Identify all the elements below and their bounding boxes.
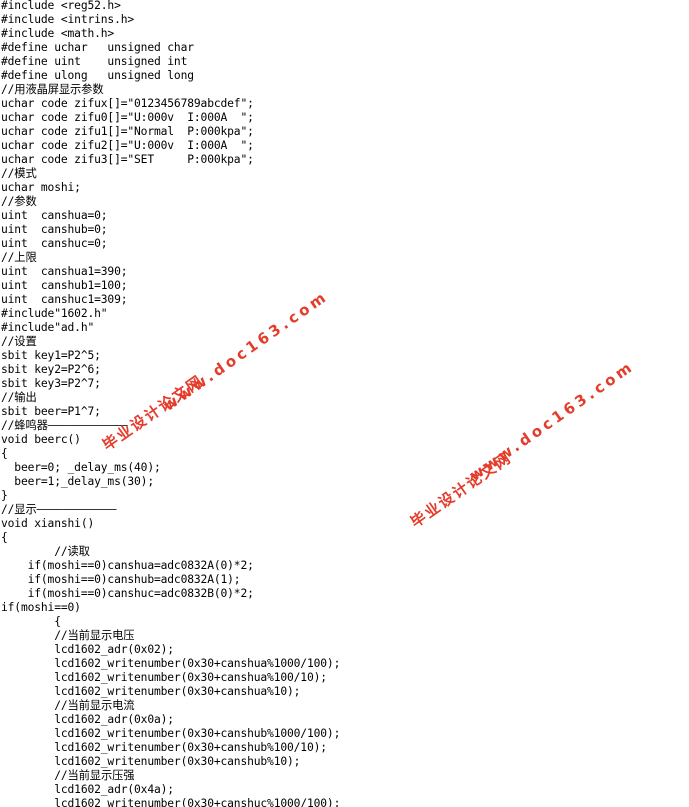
code-line: lcd1602_writenumber(0x30+canshub%100/10)… bbox=[1, 741, 327, 754]
code-line: //当前显示电压 bbox=[1, 629, 135, 642]
code-line: lcd1602_writenumber(0x30+canshuc%1000/10… bbox=[1, 797, 341, 807]
code-line: if(moshi==0)canshub=adc0832A(1); bbox=[1, 573, 241, 586]
code-line: uchar code zifu0[]="U:000v I:000A "; bbox=[1, 111, 254, 124]
code-line: #include <reg52.h> bbox=[1, 0, 121, 12]
code-line: lcd1602_writenumber(0x30+canshub%1000/10… bbox=[1, 727, 341, 740]
code-line: uchar code zifu1[]="Normal P:000kpa"; bbox=[1, 125, 254, 138]
code-line: if(moshi==0) bbox=[1, 601, 81, 614]
code-line: #include"ad.h" bbox=[1, 321, 95, 334]
code-line: uchar code zifu2[]="U:000v I:000A "; bbox=[1, 139, 254, 152]
code-line: uint canshua=0; bbox=[1, 209, 108, 222]
code-line: uint canshuc1=309; bbox=[1, 293, 128, 306]
code-line: //用液晶屏显示参数 bbox=[1, 83, 104, 96]
code-line: sbit beer=P1^7; bbox=[1, 405, 101, 418]
code-line: if(moshi==0)canshuc=adc0832B(0)*2; bbox=[1, 587, 254, 600]
code-line: uint canshua1=390; bbox=[1, 265, 128, 278]
code-line: lcd1602_adr(0x0a); bbox=[1, 713, 174, 726]
code-line: //当前显示压强 bbox=[1, 769, 135, 782]
code-line: { bbox=[1, 447, 8, 460]
code-line: //模式 bbox=[1, 167, 37, 180]
code-line: { bbox=[1, 531, 8, 544]
code-line: sbit key3=P2^7; bbox=[1, 377, 101, 390]
code-line: sbit key1=P2^5; bbox=[1, 349, 101, 362]
code-line: //设置 bbox=[1, 335, 37, 348]
code-line: lcd1602_writenumber(0x30+canshua%10); bbox=[1, 685, 301, 698]
code-line: void beerc() bbox=[1, 433, 81, 446]
code-line: //显示———————————— bbox=[1, 503, 117, 516]
code-line: //参数 bbox=[1, 195, 37, 208]
code-line: #include <intrins.h> bbox=[1, 13, 135, 26]
code-line: //蜂鸣器———————————— bbox=[1, 419, 128, 432]
code-line: lcd1602_adr(0x4a); bbox=[1, 783, 174, 796]
code-line: //上限 bbox=[1, 251, 37, 264]
code-line: if(moshi==0)canshua=adc0832A(0)*2; bbox=[1, 559, 254, 572]
code-line: beer=1;_delay_ms(30); bbox=[1, 475, 154, 488]
code-line: } bbox=[1, 489, 8, 502]
code-line: uint canshub=0; bbox=[1, 223, 108, 236]
code-line: #include"1602.h" bbox=[1, 307, 108, 320]
code-line: { bbox=[1, 615, 61, 628]
code-line: sbit key2=P2^6; bbox=[1, 363, 101, 376]
code-line: #define uint unsigned int bbox=[1, 55, 188, 68]
code-line: void xianshi() bbox=[1, 517, 95, 530]
code-line: lcd1602_adr(0x02); bbox=[1, 643, 174, 656]
code-line: lcd1602_writenumber(0x30+canshub%10); bbox=[1, 755, 301, 768]
code-line: #include <math.h> bbox=[1, 27, 115, 40]
code-line: uchar moshi; bbox=[1, 181, 81, 194]
code-line: lcd1602_writenumber(0x30+canshua%100/10)… bbox=[1, 671, 327, 684]
code-line: #define ulong unsigned long bbox=[1, 69, 194, 82]
code-line: uchar code zifu3[]="SET P:000kpa"; bbox=[1, 153, 254, 166]
code-line: #define uchar unsigned char bbox=[1, 41, 194, 54]
code-line: lcd1602_writenumber(0x30+canshua%1000/10… bbox=[1, 657, 341, 670]
code-line: uint canshub1=100; bbox=[1, 279, 128, 292]
code-line: beer=0; _delay_ms(40); bbox=[1, 461, 161, 474]
code-line: //当前显示电流 bbox=[1, 699, 135, 712]
code-line: //读取 bbox=[1, 545, 90, 558]
code-line: uint canshuc=0; bbox=[1, 237, 108, 250]
code-line: //输出 bbox=[1, 391, 37, 404]
code-line: uchar code zifux[]="0123456789abcdef"; bbox=[1, 97, 254, 110]
